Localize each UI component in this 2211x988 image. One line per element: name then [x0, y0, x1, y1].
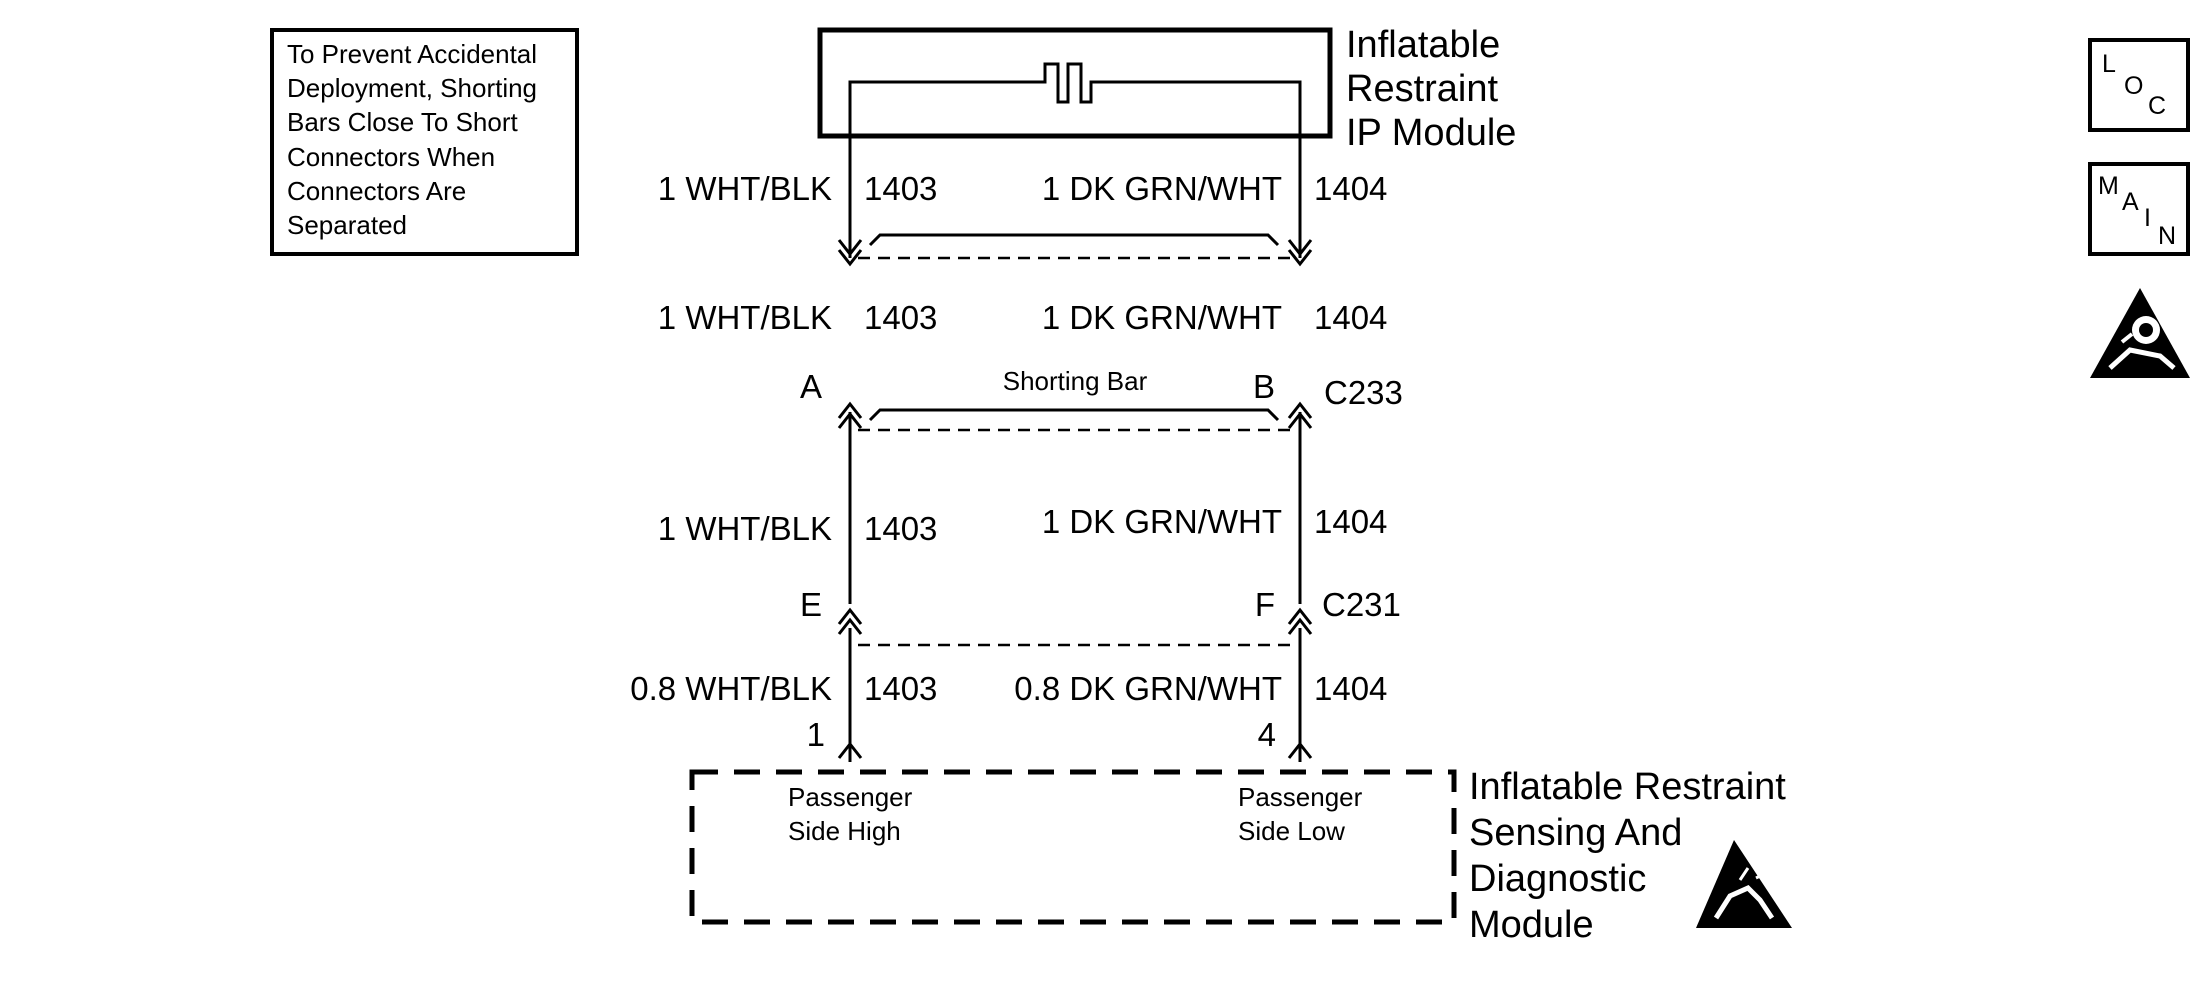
circuit-number: 1403 [864, 510, 937, 547]
wire-row-4: 0.8 WHT/BLK 1403 0.8 DK GRN/WHT 1404 [630, 670, 1387, 707]
main-letter: I [2144, 204, 2151, 232]
pin-label: B [1253, 368, 1275, 405]
main-letter: A [2122, 188, 2139, 216]
ip-module-label: IP Module [1346, 112, 1516, 154]
wire-color-label: 0.8 WHT/BLK [630, 670, 832, 707]
esd-sensitive-icon [1696, 840, 1792, 928]
wire-color-label: 1 WHT/BLK [658, 510, 832, 547]
circuit-number: 1404 [1314, 503, 1387, 540]
circuit-number: 1403 [864, 299, 937, 336]
pin-label: F [1255, 586, 1275, 623]
sdm-label: Module [1469, 904, 1594, 946]
sdm-label: Inflatable Restraint [1469, 766, 1786, 808]
pin-label: E [800, 586, 822, 623]
shorting-bar-top [868, 233, 1280, 247]
connector-outlines [858, 256, 1292, 647]
wire-color-label: 1 DK GRN/WHT [1042, 170, 1282, 207]
deployment-note: To Prevent Accidental Deployment, Shorti… [270, 28, 579, 256]
circuit-number: 1404 [1314, 670, 1387, 707]
ip-module-label: Inflatable [1346, 24, 1500, 66]
sdm-pins: 1 4 [807, 716, 1276, 753]
note-line: Connectors Are [287, 176, 466, 206]
shorting-bar [868, 408, 1280, 422]
ip-module: Inflatable Restraint IP Module [817, 24, 1516, 154]
airbag-warning-icon [2090, 288, 2190, 378]
sdm-pin-description: Side High [788, 816, 901, 846]
note-line: Separated [287, 210, 407, 240]
shorting-bar-label: Shorting Bar [1003, 366, 1148, 396]
connector-terminals [837, 239, 1313, 759]
wire-color-label: 1 WHT/BLK [658, 170, 832, 207]
shorting-bars [868, 233, 1280, 422]
ip-module-label: Restraint [1346, 68, 1498, 110]
connector-c233: A Shorting Bar B C233 [800, 366, 1403, 411]
pin-label: 1 [807, 716, 825, 753]
wire-row-2: 1 WHT/BLK 1403 1 DK GRN/WHT 1404 [658, 299, 1388, 336]
note-line: Deployment, Shorting [287, 73, 537, 103]
wire-row-3: 1 WHT/BLK 1403 1 DK GRN/WHT 1404 [658, 503, 1388, 547]
sdm-module: Passenger Side High Passenger Side Low I… [689, 766, 1786, 946]
sdm-pin-description: Passenger [788, 782, 913, 812]
main-letter: M [2098, 172, 2119, 200]
loc-icon[interactable]: L O C [2088, 38, 2190, 132]
pin-label: 4 [1258, 716, 1276, 753]
main-icon[interactable]: M A I N [2088, 162, 2190, 256]
sdm-label: Diagnostic [1469, 858, 1646, 900]
main-letter: N [2158, 222, 2176, 250]
wire-color-label: 1 DK GRN/WHT [1042, 503, 1282, 540]
circuit-number: 1404 [1314, 170, 1387, 207]
wire-color-label: 1 WHT/BLK [658, 299, 832, 336]
connector-c231: E F C231 [800, 586, 1401, 623]
wire-color-label: 0.8 DK GRN/WHT [1014, 670, 1282, 707]
squib-element [848, 62, 1302, 128]
sdm-pin-description: Passenger [1238, 782, 1363, 812]
loc-letter: C [2148, 92, 2166, 120]
wire-row-1: 1 WHT/BLK 1403 1 DK GRN/WHT 1404 [658, 170, 1388, 207]
note-line: Connectors When [287, 142, 495, 172]
circuit-number: 1403 [864, 170, 937, 207]
loc-letter: L [2102, 50, 2116, 78]
wire-color-label: 1 DK GRN/WHT [1042, 299, 1282, 336]
wires [848, 128, 1302, 762]
circuit-number: 1404 [1314, 299, 1387, 336]
pin-label: A [800, 368, 822, 405]
connector-name: C233 [1324, 374, 1403, 411]
note-line: To Prevent Accidental [287, 39, 537, 69]
sdm-pin-description: Side Low [1238, 816, 1345, 846]
connector-name: C231 [1322, 586, 1401, 623]
note-line: Bars Close To Short [287, 107, 519, 137]
sdm-label: Sensing And [1469, 812, 1682, 854]
loc-letter: O [2124, 72, 2143, 100]
circuit-number: 1403 [864, 670, 937, 707]
